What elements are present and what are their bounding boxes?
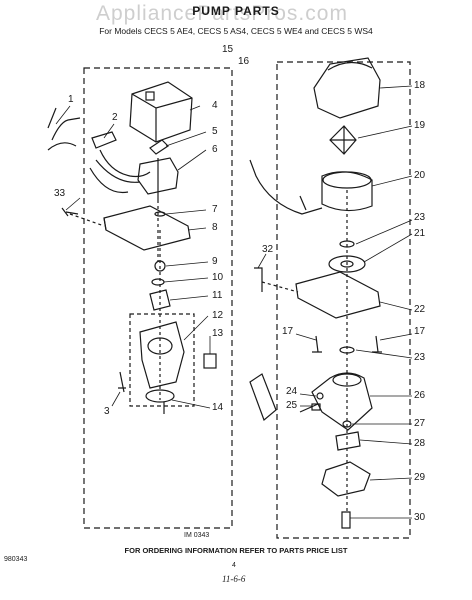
- callout-30: 30: [414, 512, 426, 523]
- callout-25: 25: [286, 400, 298, 411]
- pump-cover: [321, 461, 371, 497]
- pump-housing-box: [129, 313, 195, 407]
- wire-harness: [99, 149, 151, 178]
- float-arm: [47, 107, 81, 141]
- callout-18: 18: [414, 80, 426, 91]
- callout-23-bottom: 23: [414, 352, 426, 363]
- callout-23-top: 23: [414, 212, 426, 223]
- right-assembly-outline: [276, 61, 411, 539]
- callout-17-left: 17: [282, 326, 294, 337]
- callout-1: 1: [68, 94, 74, 105]
- handwritten-date: 11-6-6: [222, 574, 246, 584]
- callout-12: 12: [212, 310, 224, 321]
- callout-27: 27: [414, 418, 426, 429]
- callout-9: 9: [212, 256, 218, 267]
- corner-code: 980343: [4, 556, 28, 563]
- callout-13: 13: [212, 328, 224, 339]
- callout-2: 2: [112, 112, 118, 123]
- bracket-part: [91, 131, 117, 149]
- screw-33: [61, 207, 79, 217]
- motor-cover: [129, 81, 193, 143]
- fan-blade: [329, 125, 357, 155]
- fan-shroud: [313, 57, 381, 119]
- right-harness: [249, 159, 323, 215]
- ordering-note: FOR ORDERING INFORMATION REFER TO PARTS …: [124, 546, 348, 555]
- callout-22: 22: [414, 304, 426, 315]
- callout-17-right: 17: [414, 326, 426, 337]
- pump-housing: [139, 321, 185, 389]
- callout-6: 6: [212, 144, 218, 155]
- page-number: 4: [232, 562, 236, 569]
- callout-21: 21: [414, 228, 426, 239]
- float-arm-2: [47, 142, 77, 151]
- clip-part: [149, 139, 169, 155]
- callout-14: 14: [212, 402, 224, 413]
- callout-5: 5: [212, 126, 218, 137]
- right-plate: [295, 271, 381, 319]
- callout-26: 26: [414, 390, 426, 401]
- callout-33: 33: [54, 188, 66, 199]
- callout-16: 16: [238, 56, 250, 67]
- pump-base: [311, 372, 373, 431]
- diagram-subtitle: For Models CECS 5 AE4, CECS 5 AS4, CECS …: [99, 26, 373, 36]
- callout-10: 10: [212, 272, 224, 283]
- callout-29: 29: [414, 472, 426, 483]
- impeller: [149, 289, 171, 311]
- callout-11: 11: [212, 290, 223, 301]
- callout-8: 8: [212, 222, 218, 233]
- watermark: AppliancePartsPros.com: [96, 2, 348, 25]
- callout-15: 15: [222, 44, 234, 55]
- callout-4: 4: [212, 100, 218, 111]
- callout-32: 32: [262, 244, 274, 255]
- figure-code: IM 0343: [184, 532, 210, 539]
- callout-7: 7: [212, 204, 218, 215]
- callout-3: 3: [104, 406, 110, 417]
- motor-part: [137, 157, 179, 195]
- drain-hose: [249, 373, 277, 422]
- left-assembly-outline: [83, 67, 233, 529]
- callout-28: 28: [414, 438, 426, 449]
- callout-19: 19: [414, 120, 426, 131]
- callout-24: 24: [286, 386, 298, 397]
- diagram-title: PUMP PARTS: [192, 4, 280, 18]
- callout-20: 20: [414, 170, 426, 181]
